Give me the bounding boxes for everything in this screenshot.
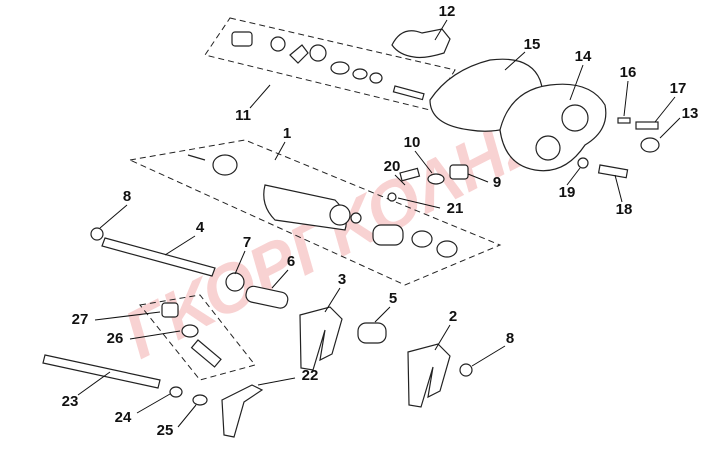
part-16	[617, 117, 631, 124]
callout-11: 11	[235, 107, 251, 124]
callout-2: 2	[449, 308, 457, 325]
callout-23: 23	[62, 393, 79, 410]
part-8-b	[459, 363, 473, 377]
callout-26: 26	[107, 330, 124, 347]
callout-12: 12	[439, 3, 456, 20]
callout-22: 22	[302, 367, 319, 384]
group-box-27	[139, 294, 256, 381]
callout-25: 25	[157, 422, 174, 439]
part-5-spring	[357, 322, 387, 344]
callout-9: 9	[493, 174, 501, 191]
part-4-shaft	[101, 237, 216, 277]
part-6-spring	[245, 285, 289, 309]
callout-13: 13	[682, 105, 699, 122]
callout-17: 17	[670, 80, 687, 97]
callout-27: 27	[72, 311, 89, 328]
part-8-a	[90, 227, 104, 241]
callout-14: 14	[575, 48, 592, 65]
callout-21: 21	[447, 200, 464, 217]
part-3-fork	[299, 306, 343, 371]
callout-8-b: 8	[506, 330, 514, 347]
part-23-shaft	[42, 354, 161, 389]
part-17-bolt	[635, 121, 659, 130]
part-1-shift-drum	[187, 154, 458, 258]
part-21-ball	[387, 192, 397, 202]
callout-19: 19	[559, 184, 576, 201]
callout-5: 5	[389, 290, 397, 307]
part-27-bolt	[161, 302, 179, 318]
callout-15: 15	[524, 36, 541, 53]
part-22-lever	[221, 384, 264, 438]
part-24-clip	[169, 386, 183, 398]
callout-4: 4	[196, 219, 205, 236]
part-14-cover	[499, 83, 607, 172]
callout-3: 3	[338, 271, 346, 288]
part-26-pin	[190, 339, 222, 368]
callout-6: 6	[287, 253, 295, 270]
callout-16: 16	[620, 64, 637, 81]
part-20-spring	[399, 167, 421, 182]
group-box-1	[128, 139, 502, 286]
part-26-washer	[181, 324, 199, 338]
part-7	[225, 272, 245, 292]
leader-lines	[77, 19, 681, 428]
part-2-fork	[407, 343, 451, 408]
part-13-seal	[640, 137, 660, 153]
callout-24: 24	[115, 409, 132, 426]
callout-20: 20	[384, 158, 401, 175]
callout-18: 18	[616, 201, 633, 218]
group-box-11	[204, 17, 456, 111]
callout-7: 7	[243, 234, 251, 251]
part-12	[391, 28, 451, 59]
part-9-plug	[449, 164, 469, 180]
part-19	[577, 157, 589, 169]
callout-8-a: 8	[123, 188, 131, 205]
part-18-bolt	[597, 164, 629, 179]
callout-1: 1	[283, 125, 291, 142]
part-11-set	[231, 31, 425, 101]
callout-10: 10	[404, 134, 421, 151]
part-10-washer	[427, 173, 445, 185]
part-25-washer	[192, 394, 208, 406]
